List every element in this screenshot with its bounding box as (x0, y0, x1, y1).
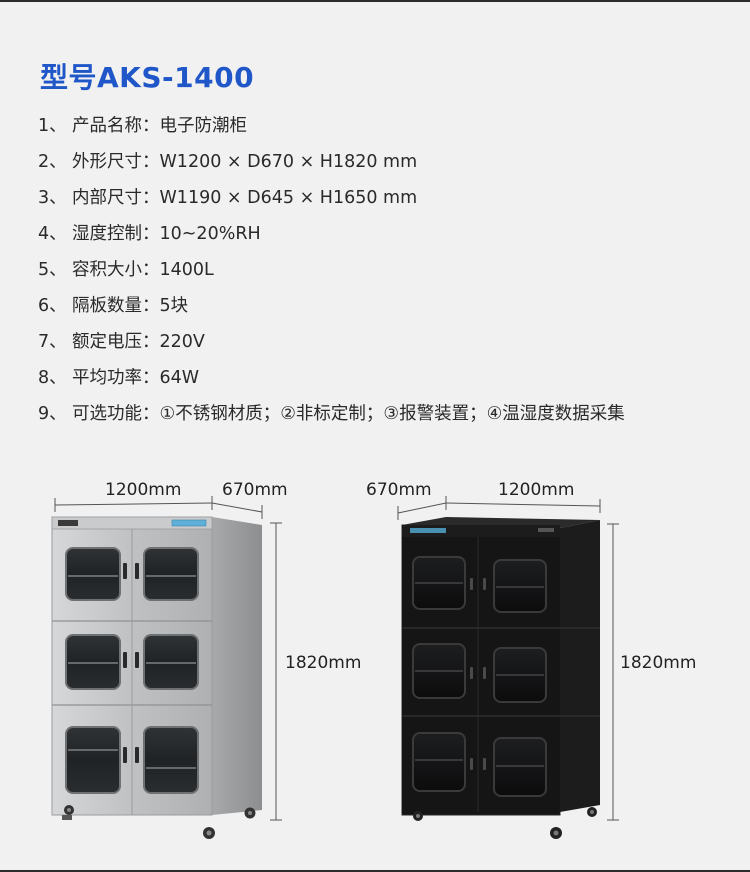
spec-item: 3、内部尺寸：W1190 × D645 × H1650 mm (38, 180, 625, 216)
spec-label: 内部尺寸： (72, 188, 160, 208)
spec-item: 5、容积大小：1400L (38, 252, 625, 288)
spec-value: 5块 (159, 296, 189, 316)
spec-item: 4、湿度控制：10~20%RH (38, 216, 625, 252)
silver-width-label: 1200mm (105, 480, 182, 500)
spec-value: W1190 × D645 × H1650 mm (159, 188, 418, 208)
spec-value: 220V (159, 332, 205, 352)
display-panel-icon (410, 528, 446, 533)
spec-number: 8、 (38, 368, 67, 388)
top-border (0, 0, 750, 2)
spec-number: 9、 (38, 404, 67, 424)
spec-number: 5、 (38, 260, 67, 280)
spec-label: 外形尺寸： (72, 152, 160, 172)
silver-height-label: 1820mm (285, 653, 362, 673)
silver-dimension-lines (54, 496, 282, 821)
black-height-label: 1820mm (620, 653, 697, 673)
caster-icon (413, 807, 597, 839)
spec-label: 容积大小： (72, 260, 160, 280)
page-title: 型号AKS-1400 (40, 61, 255, 94)
spec-label: 额定电压： (72, 332, 160, 352)
spec-item: 7、额定电压：220V (38, 324, 625, 360)
silver-depth-label: 670mm (222, 480, 288, 500)
spec-item: 8、平均功率：64W (38, 360, 625, 396)
spec-label: 隔板数量： (72, 296, 160, 316)
spec-item: 6、隔板数量：5块 (38, 288, 625, 324)
spec-item: 1、产品名称：电子防潮柜 (38, 108, 625, 144)
spec-value: 64W (159, 368, 200, 388)
spec-label: 湿度控制： (72, 224, 160, 244)
bottom-border (0, 870, 750, 872)
caster-icon (62, 805, 256, 839)
spec-value: ①不锈钢材质；②非标定制；③报警装置；④温湿度数据采集 (159, 404, 625, 424)
silver-cabinet (51, 496, 282, 839)
spec-label: 平均功率： (72, 368, 160, 388)
spec-label: 可选功能： (72, 404, 160, 424)
black-depth-label: 670mm (366, 480, 432, 500)
spec-value: W1200 × D670 × H1820 mm (159, 152, 418, 172)
spec-number: 7、 (38, 332, 67, 352)
display-panel-icon (171, 519, 207, 527)
spec-item: 2、外形尺寸：W1200 × D670 × H1820 mm (38, 144, 625, 180)
spec-number: 6、 (38, 296, 67, 316)
black-dimension-lines (397, 496, 619, 821)
spec-list: 1、产品名称：电子防潮柜 2、外形尺寸：W1200 × D670 × H1820… (38, 108, 625, 432)
spec-value: 电子防潮柜 (159, 116, 248, 136)
spec-number: 1、 (38, 116, 67, 136)
spec-value: 10~20%RH (159, 224, 261, 244)
spec-value: 1400L (159, 260, 214, 280)
spec-number: 2、 (38, 152, 67, 172)
spec-number: 3、 (38, 188, 67, 208)
spec-label: 产品名称： (72, 116, 160, 136)
spec-number: 4、 (38, 224, 67, 244)
black-cabinet (397, 496, 619, 839)
black-width-label: 1200mm (498, 480, 575, 500)
spec-item: 9、可选功能：①不锈钢材质；②非标定制；③报警装置；④温湿度数据采集 (38, 396, 625, 432)
